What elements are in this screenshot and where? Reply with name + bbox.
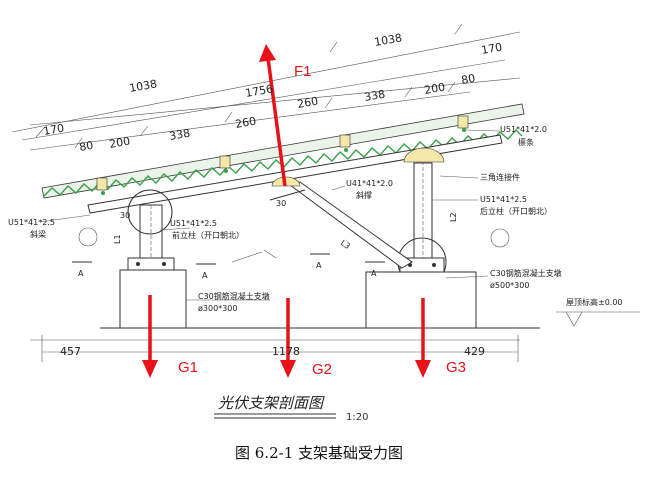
section-a4: A: [371, 269, 377, 278]
dim-top-170: 170: [480, 41, 503, 57]
note-u51-right: U51*41*2.5: [480, 195, 527, 204]
figure-caption: 图 6.2-1 支架基础受力图: [235, 444, 403, 462]
note-brace: 斜撑: [356, 190, 372, 200]
section-a1: A: [78, 269, 84, 278]
ground-lines: [30, 311, 640, 362]
dim-upper-80: 80: [460, 72, 476, 87]
note-c30-left-2: ø300*300: [198, 304, 237, 313]
note-u51-front: U51*41*2.5: [170, 219, 217, 228]
note-c30-right-1: C30钢筋混凝土支墩: [490, 268, 562, 278]
diagonal-brace: [269, 176, 413, 269]
dim-base-457: 457: [60, 345, 81, 358]
section-markers: [72, 227, 510, 265]
note-front-column: 前立柱（开口朝北）: [172, 230, 244, 240]
dim-left-338: 338: [168, 127, 191, 143]
drawing-title-block: 光伏支架剖面图 1:20: [214, 394, 368, 423]
leader-lines: [39, 129, 501, 301]
dim-upper-1756: 1756: [244, 82, 274, 100]
force-labels: F1 G1 G2 G3: [178, 63, 466, 378]
dim-upper-1038: 1038: [128, 77, 158, 95]
force-f1-arrowhead: [259, 44, 276, 62]
label-g1: G1: [178, 359, 198, 376]
dim-top-total: 1038: [373, 31, 403, 49]
note-u51-top: U51*41*2.0: [500, 125, 547, 134]
force-arrows: [142, 44, 431, 378]
label-g3: G3: [446, 359, 466, 376]
note-c30-right-2: ø500*300: [490, 281, 529, 290]
dim-l2: L2: [449, 212, 458, 222]
note-c30-left-1: C30钢筋混凝土支墩: [198, 291, 270, 301]
note-u51-left: U51*41*2.5: [8, 218, 55, 227]
label-f1: F1: [294, 63, 312, 80]
purlin-clamps: [96, 115, 469, 195]
dim-base-429: 429: [464, 345, 485, 358]
note-purlin: 檩条: [518, 137, 534, 147]
dim-upper-200: 200: [423, 81, 446, 97]
dim-left-200: 200: [108, 135, 131, 151]
dim-l1: L1: [113, 234, 122, 244]
dim-left-170: 170: [42, 122, 65, 138]
note-triangle-part: 三角连接件: [480, 172, 520, 182]
section-a3: A: [316, 261, 322, 270]
dim-upper-260: 260: [296, 95, 319, 111]
left-pier: [119, 269, 187, 329]
label-g2: G2: [312, 361, 332, 378]
dim-30-a: 30: [120, 211, 130, 220]
annotations: U51*41*2.0 檩条 U41*41*2.0 斜撑 三角连接件 U51*41…: [8, 125, 623, 313]
dim-left-80: 80: [78, 139, 94, 154]
drawing-scale: 1:20: [346, 412, 368, 423]
dim-mid-260: 260: [234, 115, 257, 131]
right-pier: [365, 271, 477, 329]
drawing-title: 光伏支架剖面图: [218, 394, 325, 412]
dim-l3: L3: [339, 238, 352, 251]
note-rear-column: 后立柱（开口朝北）: [480, 206, 552, 216]
force-g2-arrowhead: [280, 360, 296, 378]
force-g3-arrowhead: [415, 360, 431, 378]
section-a2: A: [202, 271, 208, 280]
note-ground: 屋顶标高±0.00: [566, 297, 623, 307]
dim-30-b: 30: [276, 199, 286, 208]
dim-base-1178: 1178: [272, 345, 300, 358]
note-u41: U41*41*2.0: [346, 179, 393, 188]
force-g1-arrowhead: [142, 360, 158, 378]
force-f1-arrow: [266, 57, 287, 187]
note-beam: 斜梁: [30, 229, 46, 239]
dimension-texts: 1038 170 1038 1756 260 338 200 80 170 80…: [42, 31, 503, 358]
dim-upper-338: 338: [363, 88, 386, 104]
